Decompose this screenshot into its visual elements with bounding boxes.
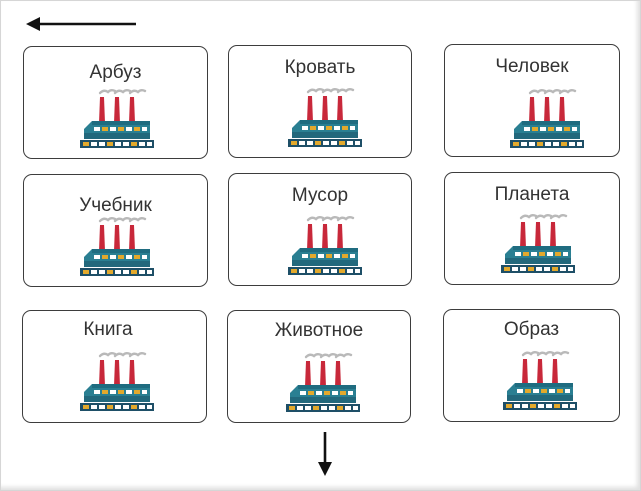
card-label: Арбуз	[89, 62, 142, 83]
card-label: Образ	[503, 319, 560, 340]
word-card-musor[interactable]: Мусор	[228, 173, 412, 286]
card-label: Человек	[495, 56, 569, 77]
word-card-zhivotnoe[interactable]: Животное	[227, 310, 411, 423]
factory-icon	[286, 86, 364, 148]
word-card-krovat[interactable]: Кровать	[228, 45, 412, 158]
factory-icon	[508, 87, 586, 149]
card-label: Планета	[494, 184, 570, 205]
factory-icon	[78, 215, 156, 277]
factory-icon	[284, 351, 362, 413]
word-card-chelovek[interactable]: Человек	[444, 44, 620, 157]
word-card-obraz[interactable]: Образ	[443, 309, 620, 422]
word-card-uchebnik[interactable]: Учебник	[23, 174, 208, 287]
card-label: Учебник	[79, 195, 152, 216]
factory-icon	[499, 212, 577, 274]
card-label: Животное	[274, 320, 364, 341]
arrow-down-icon[interactable]	[314, 430, 336, 476]
factory-icon	[78, 87, 156, 149]
arrow-left-icon[interactable]	[26, 14, 138, 34]
word-card-planeta[interactable]: Планета	[444, 172, 620, 285]
word-card-arbuz[interactable]: Арбуз	[23, 46, 208, 159]
factory-icon	[501, 349, 579, 411]
word-card-kniga[interactable]: Книга	[22, 310, 207, 423]
factory-icon	[286, 214, 364, 276]
card-label: Книга	[83, 319, 133, 340]
card-label: Мусор	[291, 185, 349, 206]
card-label: Кровать	[284, 57, 356, 78]
factory-icon	[78, 350, 156, 412]
